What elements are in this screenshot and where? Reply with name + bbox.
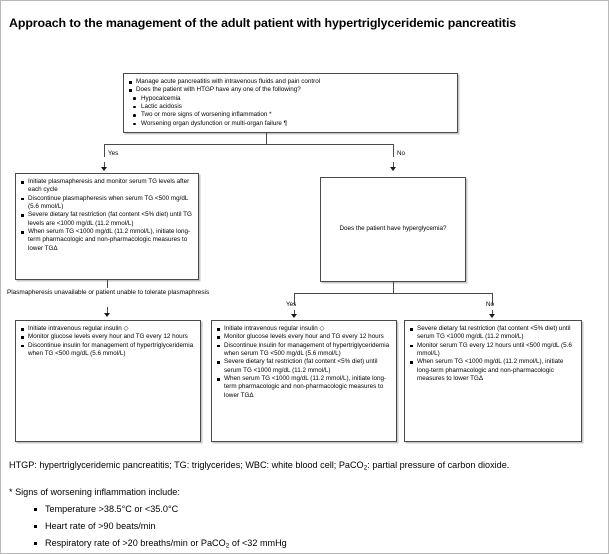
hyperglycemia-question: Does the patient have hyperglycemia? [339,225,447,233]
top-box-sublist: Hypocalcemia Lactic acidosis Two or more… [129,95,452,128]
insulin-plus-diet-item: Monitor glucose levels every hour and TG… [217,333,391,341]
top-box-subitem: Two or more signs of worsening inflammat… [133,111,452,119]
top-box-subitem: Lactic acidosis [133,103,452,111]
connector-yes-tail [104,162,105,169]
diet-only-item: Monitor serum TG every 12 hours until <5… [410,342,576,359]
hyper-label-no: No [486,301,495,308]
insulin-plus-diet-item: Initiate intravenous regular insulin ◇ [217,325,391,333]
plasmapheresis-list: Initiate plasmapheresis and monitor seru… [21,178,193,253]
connector-hyper-yes-tail [294,310,295,316]
diet-only-item: When serum TG <1000 mg/dL (11.2 mmol/L),… [410,358,576,383]
top-assessment-box: Manage acute pancreatitis with intraveno… [123,73,458,133]
connector-left-stem [107,280,108,288]
diet-only-box: Severe dietary fat restriction (fat cont… [404,320,582,442]
connector-top-split [104,144,394,145]
arrow-yes-down-icon [101,167,107,171]
insulin-only-item: Monitor glucose levels every hour and TG… [21,333,195,341]
insulin-only-list: Initiate intravenous regular insulin ◇ M… [21,325,195,358]
arrow-no-down-icon [390,167,396,171]
insulin-only-item: Initiate intravenous regular insulin ◇ [21,325,195,333]
insulin-plus-diet-box: Initiate intravenous regular insulin ◇ M… [211,320,397,442]
plasmapheresis-item: Severe dietary fat restriction (fat cont… [21,211,193,228]
connector-left-stem2 [107,307,108,315]
connector-hyper-yes-drop [294,293,295,305]
plasmapheresis-unavailable-label: Plasmapheresis unavailable or patient un… [7,289,210,296]
top-box-list: Manage acute pancreatitis with intraveno… [129,78,452,95]
page-title: Approach to the management of the adult … [9,16,517,30]
plasmapheresis-item: Initiate plasmapheresis and monitor seru… [21,178,193,195]
connector-yes-drop [104,144,105,157]
plasmapheresis-box: Initiate plasmapheresis and monitor seru… [15,173,199,280]
abbreviations-text-2: : partial pressure of carbon dioxide. [367,460,510,470]
worsening-inflammation-item: Heart rate of >90 beats/min [34,518,601,535]
worsening-inflammation-note: * Signs of worsening inflammation includ… [9,486,180,497]
arrow-left-down-icon [104,313,110,317]
top-box-item: Does the patient with HTGP have any one … [129,86,452,94]
arrow-hyper-yes-down-icon [291,314,297,318]
diet-only-list: Severe dietary fat restriction (fat cont… [410,325,576,383]
respiratory-subscript: 2 [225,542,230,550]
top-box-item: Manage acute pancreatitis with intraveno… [129,78,452,86]
abbreviations-subscript: 2 [363,464,368,472]
connector-hyper-no-drop [492,293,493,305]
worsening-inflammation-list: Temperature >38.5°C or <35.0°C Heart rat… [9,501,601,553]
connector-hyper-no-tail [492,310,493,316]
respiratory-text-2: of <32 mmHg [229,538,287,549]
connector-top-stem [266,133,267,144]
diet-only-item: Severe dietary fat restriction (fat cont… [410,325,576,342]
connector-decision-split [294,293,492,294]
plasmapheresis-item: Discontinue plasmapheresis when serum TG… [21,195,193,212]
top-box-subitem: Hypocalcemia [133,95,452,103]
insulin-only-box: Initiate intravenous regular insulin ◇ M… [15,320,201,442]
connector-no-drop [393,144,394,157]
insulin-only-item: Discontinue insulin for management of hy… [21,342,195,359]
insulin-plus-diet-list: Initiate intravenous regular insulin ◇ M… [217,325,391,400]
branch-label-no: No [397,150,406,157]
top-box-subitem: Worsening organ dysfunction or multi-org… [133,120,452,128]
insulin-plus-diet-item: Severe dietary fat restriction (fat cont… [217,358,391,375]
abbreviations-note: HTGP: hypertriglyceridemic pancreatitis;… [9,459,601,475]
branch-label-yes: Yes [108,150,119,157]
respiratory-text-1: Respiratory rate of >20 breaths/min or P… [45,538,226,549]
hyper-label-yes: Yes [286,301,297,308]
worsening-inflammation-item: Respiratory rate of >20 breaths/min or P… [34,535,601,553]
connector-decision-stem [393,282,394,293]
hyperglycemia-decision-box: Does the patient have hyperglycemia? [320,177,466,282]
arrow-hyper-no-down-icon [489,314,495,318]
footnotes-section: HTGP: hypertriglyceridemic pancreatitis;… [9,459,601,553]
plasmapheresis-item: When serum TG <1000 mg/dL (11.2 mmol/L),… [21,228,193,253]
abbreviations-text-1: HTGP: hypertriglyceridemic pancreatitis;… [9,460,364,470]
connector-no-tail [393,162,394,169]
worsening-inflammation-item: Temperature >38.5°C or <35.0°C [34,501,601,518]
insulin-plus-diet-item: Discontinue insulin for management of hy… [217,342,391,359]
insulin-plus-diet-item: When serum TG <1000 mg/dL (11.2 mmol/L),… [217,375,391,400]
